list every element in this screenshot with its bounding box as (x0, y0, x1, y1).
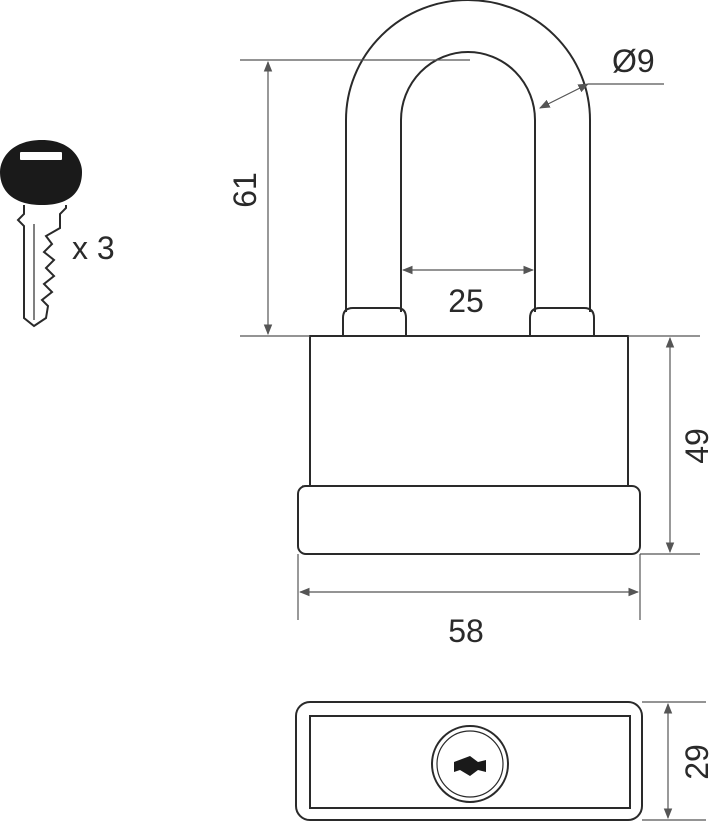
dimension-body-height: 49 (628, 335, 712, 555)
key-icon (0, 140, 82, 328)
dimension-label-49: 49 (679, 428, 712, 464)
dimension-body-depth: 29 (642, 701, 712, 821)
dimension-shackle-height: 61 (227, 59, 470, 337)
shackle (342, 0, 595, 336)
dimension-label-diameter: Ø9 (612, 43, 655, 79)
dimension-label-58: 58 (448, 613, 484, 649)
dimension-body-width: 58 (297, 554, 641, 649)
dimension-label-29: 29 (679, 744, 712, 780)
keyhole-icon (454, 756, 486, 776)
dimension-label-61: 61 (227, 172, 263, 208)
padlock-bottom-view (295, 701, 643, 821)
dimension-shackle-inner-width: 25 (401, 265, 535, 319)
padlock-body (297, 335, 641, 555)
dimension-shackle-diameter: Ø9 (539, 43, 664, 109)
key-count-label: x 3 (72, 230, 115, 266)
dimension-label-25: 25 (448, 283, 484, 319)
